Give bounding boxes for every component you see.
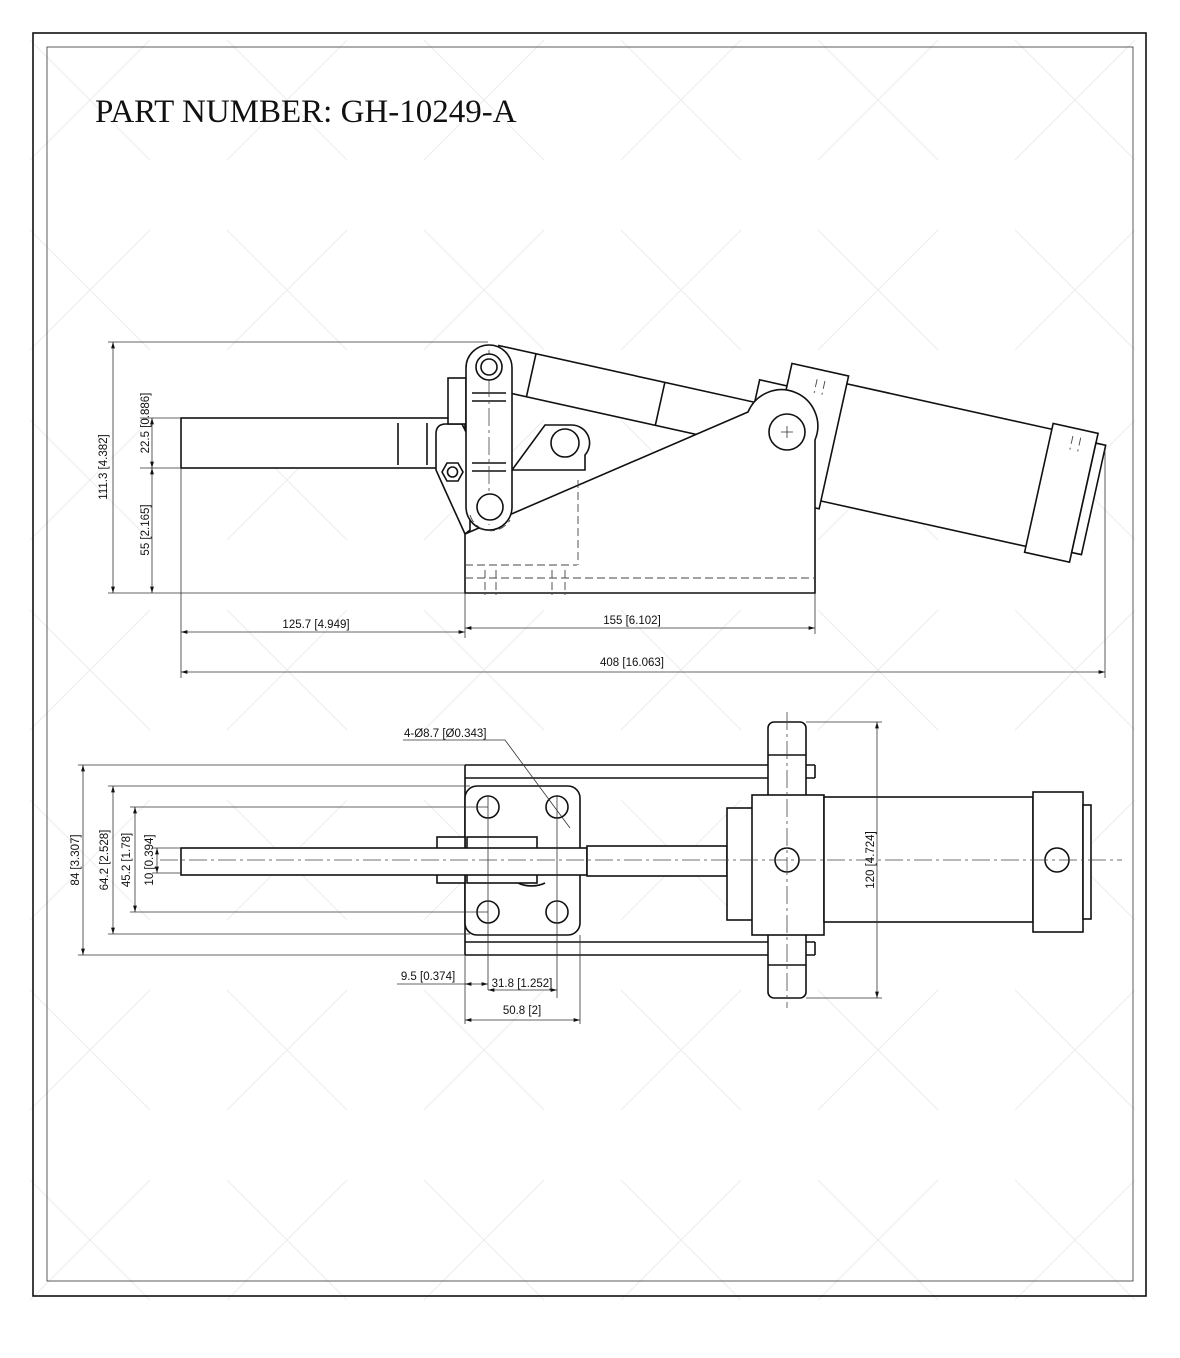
watermark-mark xyxy=(423,989,545,1111)
watermark-mark xyxy=(1014,229,1136,351)
watermark-mark xyxy=(423,39,545,161)
outer-border xyxy=(32,32,1147,1297)
dim-rod-width: 10 [0.394] xyxy=(144,834,156,885)
inner-border xyxy=(46,46,1134,1282)
dim-handle-height: 22.5 [0.886] xyxy=(140,393,152,454)
watermark-mark xyxy=(1014,39,1136,161)
spindle-stub xyxy=(447,377,467,425)
watermark-mark xyxy=(817,989,939,1111)
watermark-mark xyxy=(620,609,742,731)
dim-hole-spacing-x: 31.8 [1.252] xyxy=(492,978,553,990)
clamp-base xyxy=(464,388,819,594)
watermark-mark xyxy=(29,1179,151,1301)
side-view: 111.3 [4.382] 22.5 [0.886] 55 [2.165] 12… xyxy=(98,341,1107,678)
link-pin-top xyxy=(475,353,503,381)
watermark-mark xyxy=(620,39,742,161)
dim-trunnion-width: 120 [4.724] xyxy=(865,831,877,889)
piston-rod-top xyxy=(586,845,728,877)
watermark-mark xyxy=(29,989,151,1111)
watermark-mark xyxy=(226,229,348,351)
dim-handle-reach: 125.7 [4.949] xyxy=(282,619,349,631)
hex-nut xyxy=(441,462,464,482)
dim-holes: 4-Ø8.7 [Ø0.343] xyxy=(404,728,486,740)
dim-base-length: 155 [6.102] xyxy=(603,615,661,627)
watermark-mark xyxy=(29,799,151,921)
watermark-mark xyxy=(620,229,742,351)
handle-bar xyxy=(180,417,466,469)
watermark-mark xyxy=(226,609,348,731)
watermark-mark xyxy=(226,989,348,1111)
watermark-mark xyxy=(1014,1179,1136,1301)
watermark-mark xyxy=(1014,989,1136,1111)
watermark-mark xyxy=(29,609,151,731)
dim-base-width: 84 [3.307] xyxy=(70,834,82,885)
dim-overall-height: 111.3 [4.382] xyxy=(98,434,110,499)
watermark-mark xyxy=(817,39,939,161)
dim-handle-elevation: 55 [2.165] xyxy=(140,504,152,555)
dim-hole-spacing-y: 45.2 [1.78] xyxy=(121,833,133,887)
side-dimensions: 111.3 [4.382] 22.5 [0.886] 55 [2.165] 12… xyxy=(98,341,1106,678)
watermark-mark xyxy=(29,39,151,161)
dim-flange-length: 50.8 [2] xyxy=(503,1005,541,1017)
watermark-mark xyxy=(620,1179,742,1301)
dim-flange-width: 64.2 [2.528] xyxy=(99,830,111,891)
watermark-mark xyxy=(29,229,151,351)
watermark-mark xyxy=(226,1179,348,1301)
top-view: 4-Ø8.7 [Ø0.343] 84 [3.307] 64.2 [2.528] … xyxy=(70,712,1122,1024)
link-pin-bottom xyxy=(476,493,504,521)
watermark-mark xyxy=(226,39,348,161)
top-dimensions: 4-Ø8.7 [Ø0.343] 84 [3.307] 64.2 [2.528] … xyxy=(70,721,882,1022)
watermark-mark xyxy=(29,419,151,541)
hinge-pin xyxy=(550,428,580,458)
watermark-mark xyxy=(423,1179,545,1301)
watermark-mark xyxy=(817,1179,939,1301)
watermark-mark xyxy=(423,609,545,731)
dim-hole-offset: 9.5 [0.374] xyxy=(401,971,455,983)
watermark-layer xyxy=(29,39,1136,1301)
watermark-mark xyxy=(1014,609,1136,731)
cylinder-body xyxy=(816,382,1055,548)
watermark-mark xyxy=(817,609,939,731)
cylinder-body-top xyxy=(823,796,1034,923)
watermark-mark xyxy=(423,229,545,351)
watermark-mark xyxy=(620,989,742,1111)
clamp-rod xyxy=(180,847,588,876)
end-plate-top xyxy=(1082,804,1092,920)
part-number-title: PART NUMBER: GH-10249-A xyxy=(95,94,517,130)
dim-overall-length: 408 [16.063] xyxy=(600,657,664,669)
watermark-mark xyxy=(817,229,939,351)
cylinder-flange-top xyxy=(726,807,755,921)
end-plate xyxy=(1070,442,1107,556)
